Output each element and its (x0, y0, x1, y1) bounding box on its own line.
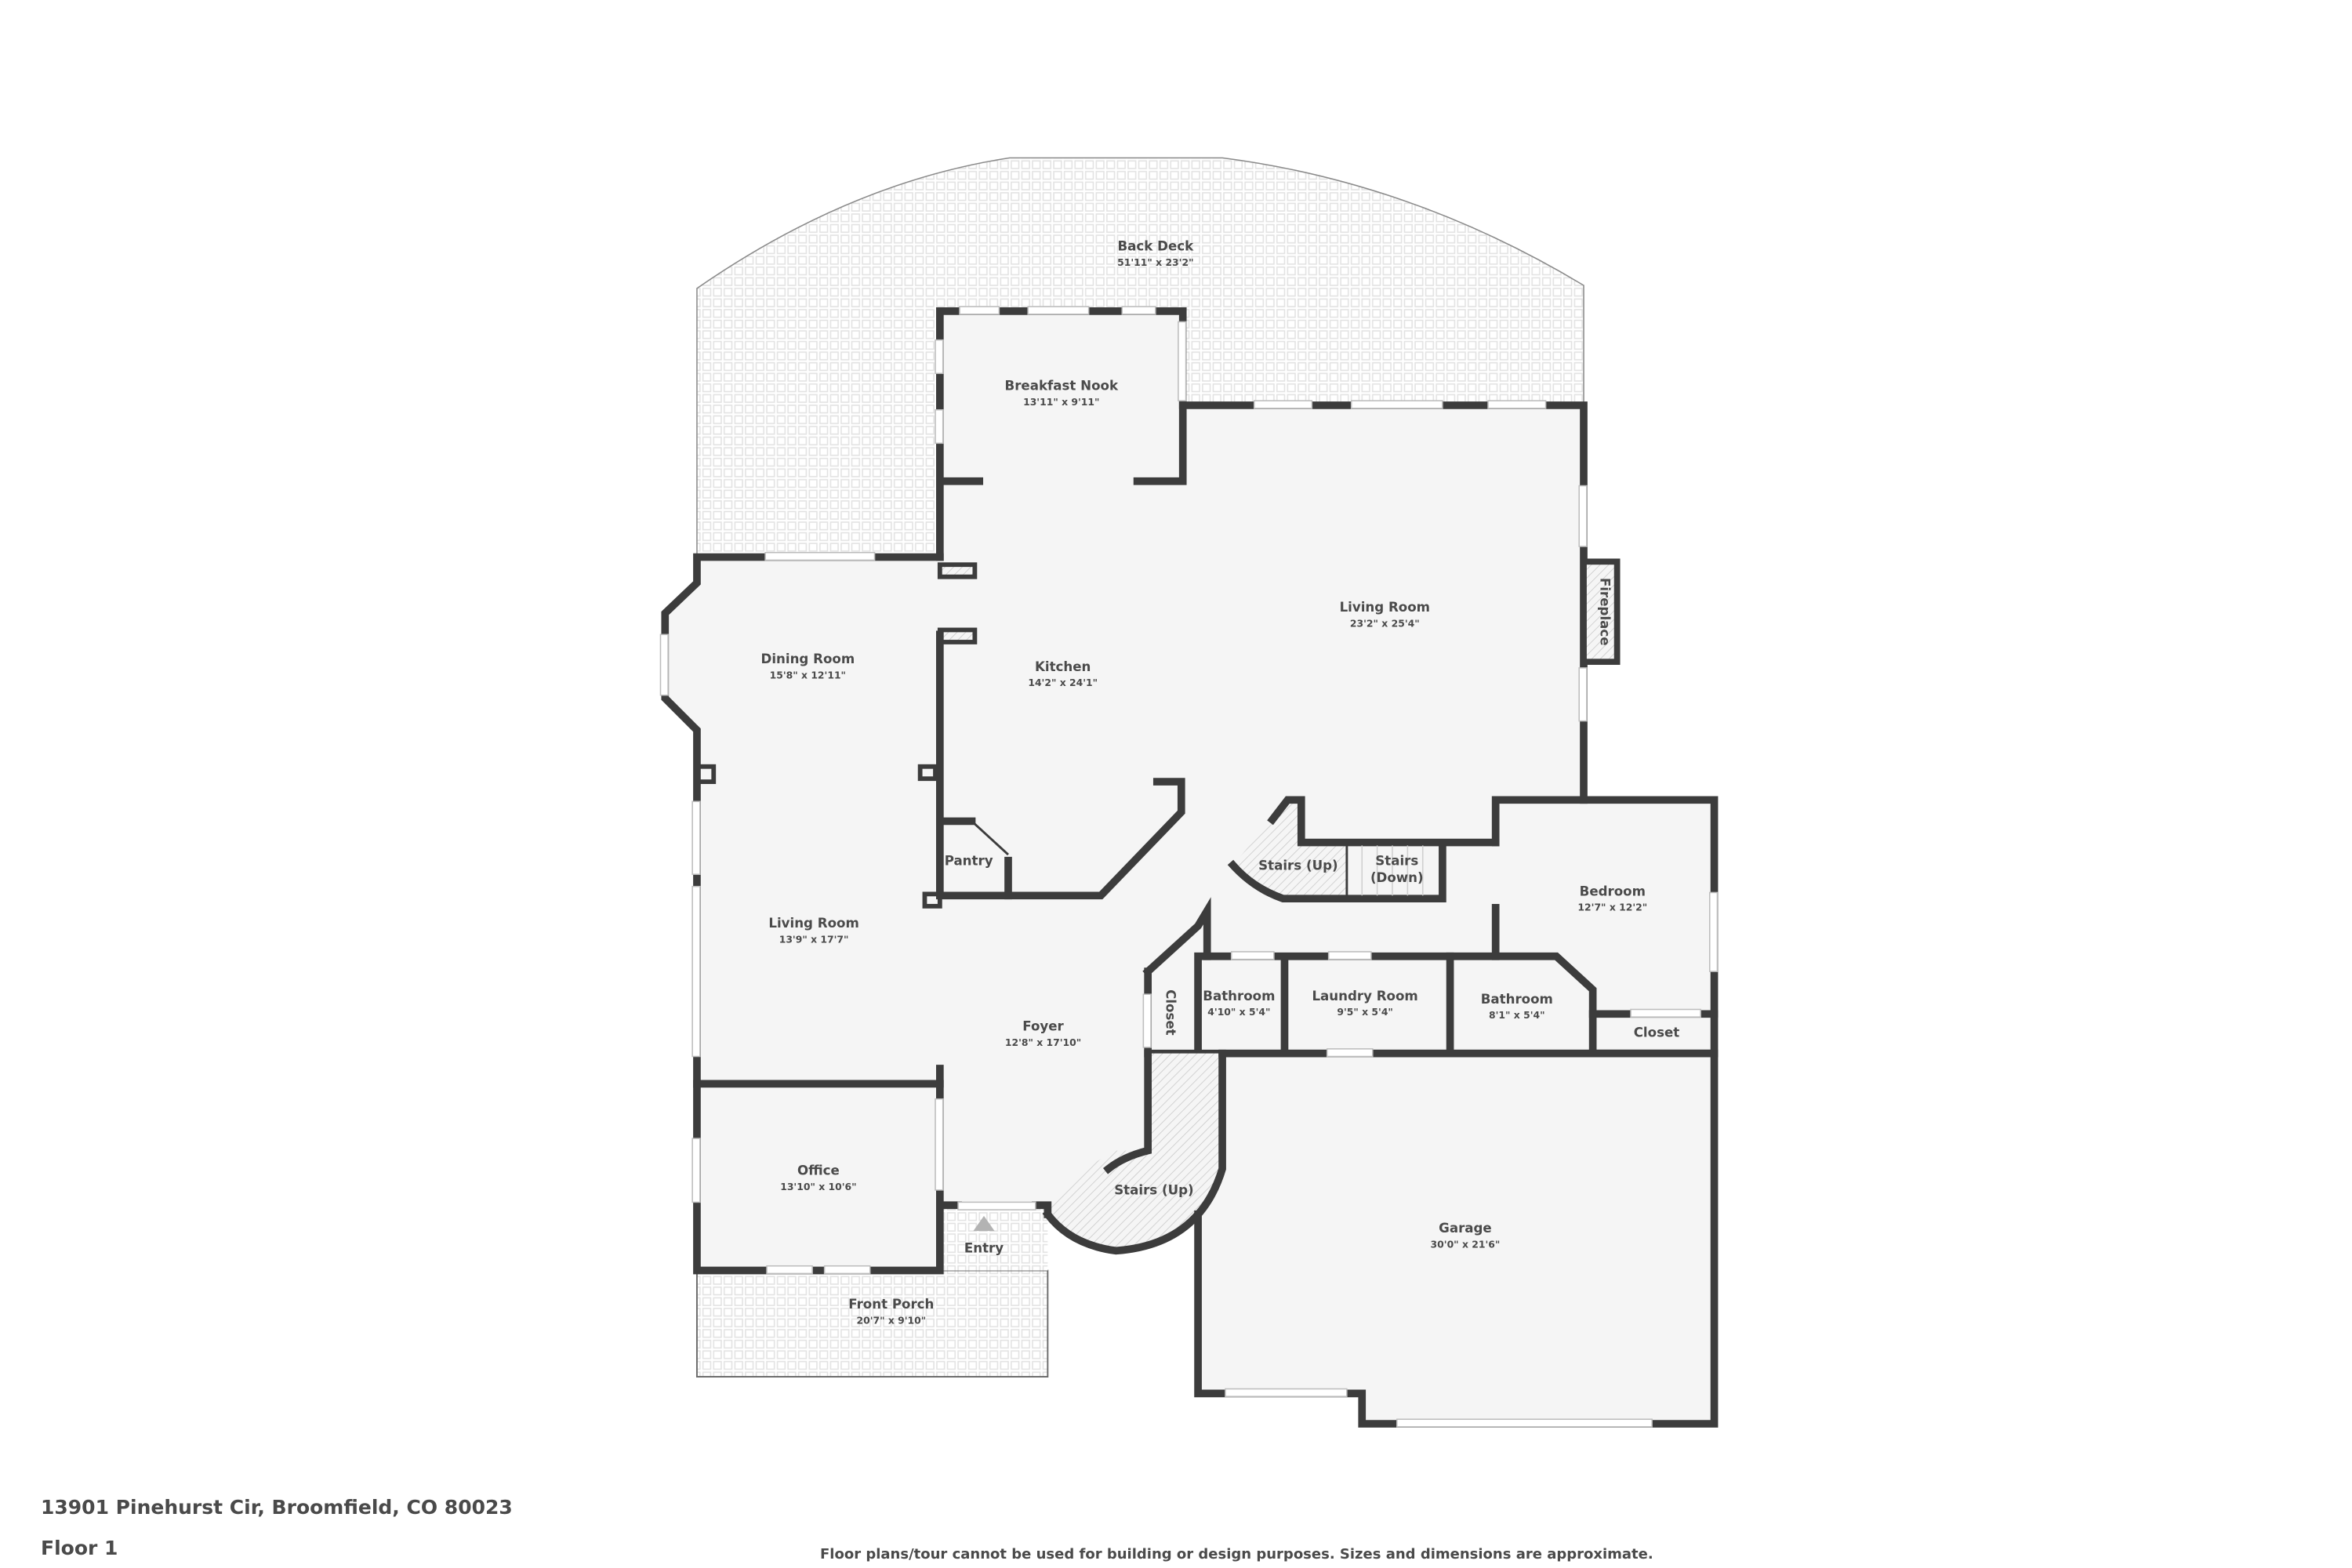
fireplace-label: Fireplace (1597, 578, 1612, 646)
front-porch-dims: 20'7" x 9'10" (856, 1314, 926, 1326)
bathroom-large-label: Bathroom (1481, 992, 1553, 1007)
office-label: Office (797, 1163, 840, 1178)
entry-arrow-icon (973, 1215, 995, 1232)
fireplace-box (1581, 558, 1621, 666)
closet-bedroom-label: Closet (1634, 1025, 1680, 1040)
bedroom-dims: 12'7" x 12'2" (1577, 902, 1647, 913)
breakfast-nook-label: Breakfast Nook (1005, 379, 1119, 394)
office-dims: 13'10" x 10'6" (780, 1181, 856, 1192)
back-deck-dims: 51'11" x 23'2" (1117, 256, 1193, 268)
floor-label: Floor 1 (41, 1537, 118, 1559)
laundry-room-label: Laundry Room (1312, 989, 1417, 1004)
room-labels: Back Deck 51'11" x 23'2" Breakfast Nook … (761, 238, 1680, 1326)
bedroom-label: Bedroom (1580, 884, 1646, 898)
foyer-dims: 12'8" x 17'10" (1005, 1036, 1081, 1048)
kitchen-dims: 14'2" x 24'1" (1028, 677, 1098, 688)
garage-dims: 30'0" x 21'6" (1431, 1238, 1501, 1250)
entry-label: Entry (964, 1240, 1004, 1255)
stairs-down-label-2: (Down) (1370, 870, 1424, 885)
pantry-label: Pantry (945, 854, 993, 869)
interior-fill (665, 310, 1715, 1425)
back-deck (696, 157, 1584, 558)
bathroom-small-dims: 4'10" x 5'4" (1207, 1006, 1270, 1018)
bathroom-large-dims: 8'1" x 5'4" (1489, 1009, 1545, 1021)
disclaimer-text: Floor plans/tour cannot be used for buil… (820, 1546, 1653, 1563)
dining-room-label: Dining Room (761, 652, 855, 666)
closet-foyer-label: Closet (1163, 989, 1178, 1036)
laundry-room-dims: 9'5" x 5'4" (1337, 1006, 1393, 1018)
back-deck-label: Back Deck (1118, 238, 1195, 253)
foyer-label: Foyer (1022, 1019, 1064, 1034)
bathroom-small-label: Bathroom (1203, 989, 1275, 1004)
garage-label: Garage (1439, 1221, 1492, 1236)
living-room-west-label: Living Room (768, 916, 858, 931)
breakfast-nook-dims: 13'11" x 9'11" (1023, 396, 1099, 408)
living-room-west-dims: 13'9" x 17'7" (779, 933, 849, 945)
front-porch-label: Front Porch (848, 1297, 934, 1312)
windows (659, 306, 1719, 1428)
kitchen-label: Kitchen (1035, 659, 1091, 674)
living-room-main-dims: 23'2" x 25'4" (1350, 618, 1420, 630)
living-room-main-label: Living Room (1340, 600, 1430, 615)
property-address: 13901 Pinehurst Cir, Broomfield, CO 8002… (41, 1496, 513, 1519)
dining-room-dims: 15'8" x 12'11" (770, 669, 846, 681)
front-porch (695, 1205, 1049, 1378)
stairs-up-foyer-label: Stairs (Up) (1114, 1183, 1193, 1198)
stairs-down-label-1: Stairs (1375, 854, 1418, 869)
stairs-up-center-label: Stairs (Up) (1258, 858, 1338, 873)
